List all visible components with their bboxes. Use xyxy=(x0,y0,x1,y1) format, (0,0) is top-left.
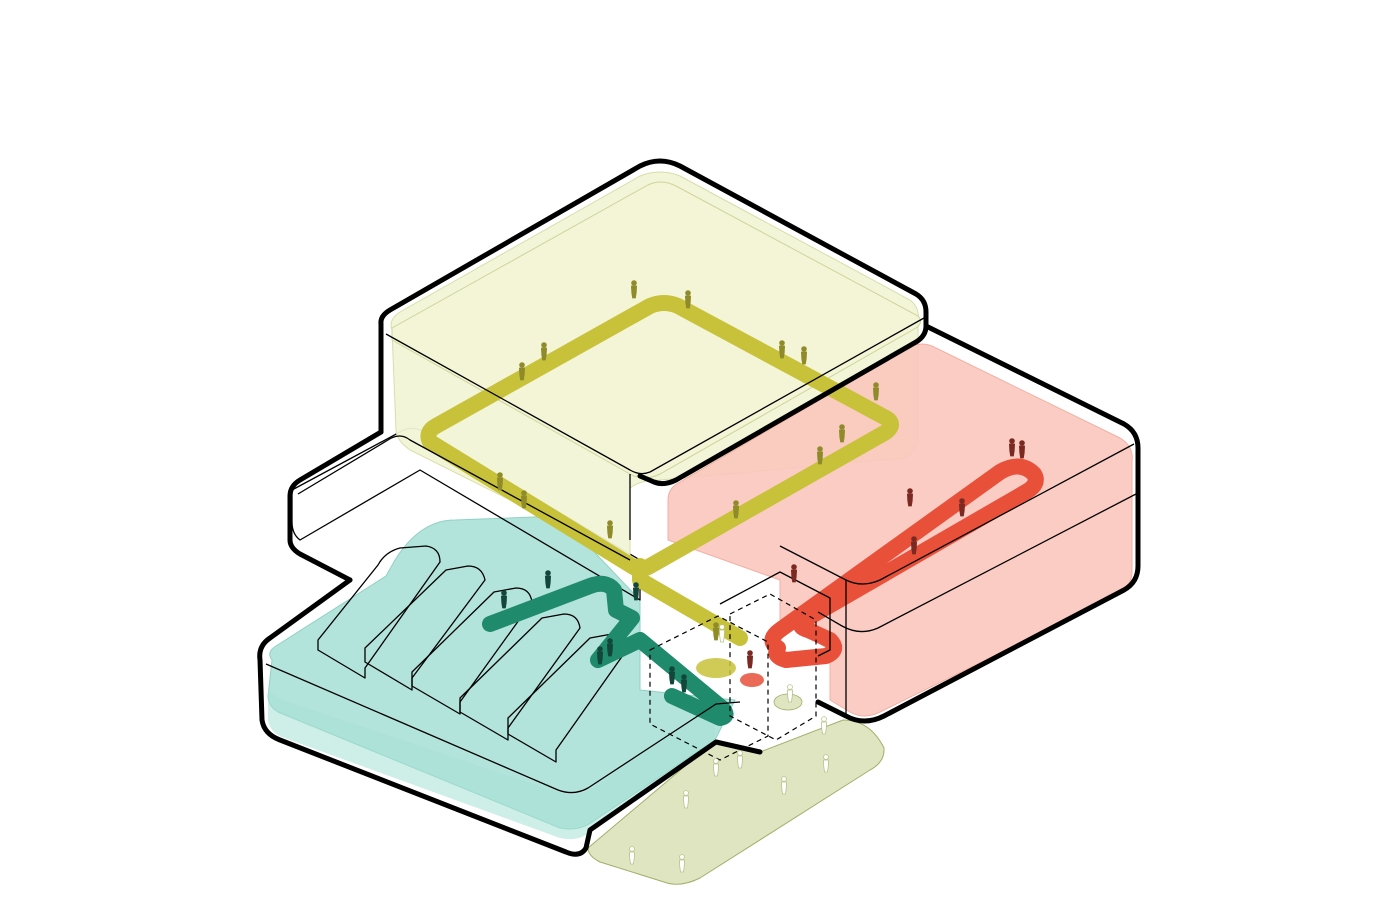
person-figure xyxy=(800,346,808,365)
entrance-frame-right xyxy=(729,593,817,741)
building-outlines xyxy=(257,158,1141,857)
entrance-yellow-pad xyxy=(696,658,736,678)
person-figure xyxy=(786,684,794,703)
person-figure xyxy=(518,362,526,381)
person-figure xyxy=(910,536,918,555)
red-ramp-route xyxy=(764,458,1044,668)
yellow-loop-route xyxy=(420,295,899,646)
person-figure xyxy=(544,570,552,589)
outdoor-plaza-zone xyxy=(587,719,885,885)
person-figure xyxy=(816,446,824,465)
entrance-red-pad xyxy=(740,673,764,687)
person-figure xyxy=(596,646,604,665)
person-figure xyxy=(906,488,914,507)
entrance-canopy xyxy=(719,571,831,657)
person-figure xyxy=(732,500,740,519)
circulation-routes xyxy=(420,295,1044,726)
person-figure xyxy=(628,846,636,865)
person-figure xyxy=(682,790,690,809)
person-figure xyxy=(632,582,640,601)
entrance-frame-left xyxy=(649,615,769,761)
person-figure xyxy=(718,624,726,643)
person-figure xyxy=(790,564,798,583)
people-figures xyxy=(496,280,1026,873)
person-figure xyxy=(822,754,830,773)
person-figure xyxy=(496,472,504,491)
person-figure xyxy=(736,750,744,769)
upper-hall-roof-edge xyxy=(385,317,925,475)
left-hall-front-face xyxy=(268,690,715,840)
person-figure xyxy=(872,382,880,401)
person-figure xyxy=(712,622,720,641)
left-hall-outline xyxy=(257,577,763,857)
person-figure xyxy=(684,290,692,309)
right-hall-outline xyxy=(815,323,1141,724)
plinth-outline xyxy=(287,429,384,583)
sawtooth-unit-1 xyxy=(317,545,441,679)
person-figure xyxy=(606,638,614,657)
person-figure xyxy=(606,520,614,539)
person-figure xyxy=(1008,438,1016,457)
person-figure xyxy=(630,280,638,299)
left-hall-top-edge xyxy=(265,663,741,794)
person-figure xyxy=(520,490,528,509)
person-figure xyxy=(1018,440,1026,459)
person-figure xyxy=(500,590,508,609)
person-figure xyxy=(778,340,786,359)
person-figure xyxy=(540,342,548,361)
person-figure xyxy=(958,498,966,517)
person-figure xyxy=(820,716,828,735)
green-route xyxy=(482,575,734,726)
plinth-top-edge xyxy=(297,435,631,561)
person-figure xyxy=(680,674,688,693)
person-figure xyxy=(668,666,676,685)
person-figure xyxy=(746,650,754,669)
right-hall-zone xyxy=(667,343,1133,717)
person-figure xyxy=(712,758,720,777)
right-hall-mid-edge xyxy=(817,493,1137,633)
person-figure xyxy=(838,424,846,443)
person-figure xyxy=(780,776,788,795)
person-figure xyxy=(678,854,686,873)
upper-hall-outline xyxy=(378,158,929,487)
